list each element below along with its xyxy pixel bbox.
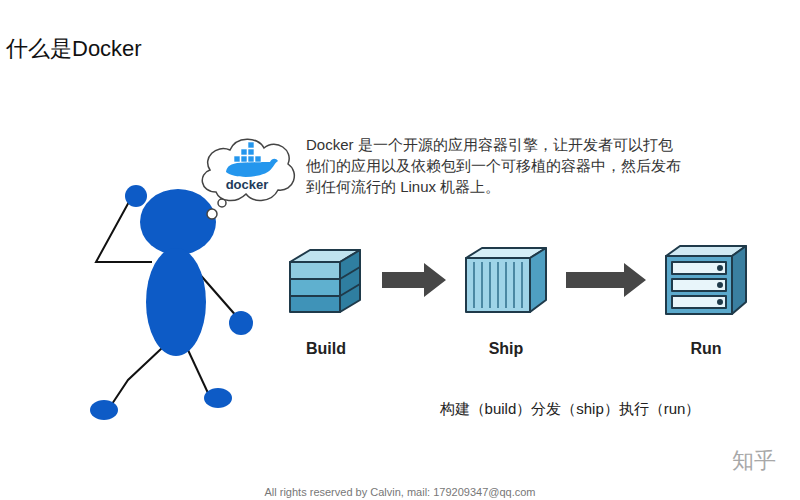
ship-step: Ship: [462, 244, 550, 358]
step-label: Ship: [462, 340, 550, 358]
caption: 构建（build）分发（ship）执行（run）: [380, 400, 760, 419]
ship-icon: [466, 248, 546, 312]
thought-dots: [207, 199, 226, 219]
run-step: Run: [662, 244, 750, 358]
watermark: 知乎: [724, 450, 784, 471]
build-icon: [290, 250, 360, 312]
run-icon: [666, 246, 746, 314]
description: Docker 是一个开源的应用容器引擎，让开发者可以打包他们的应用以及依赖包到一…: [306, 134, 682, 197]
flow-arrow: [382, 263, 446, 297]
footer: All rights reserved by Calvin, mail: 179…: [150, 482, 650, 500]
flow-arrow: [566, 263, 646, 297]
whale-logo: [226, 142, 278, 177]
step-label: Build: [286, 340, 366, 358]
title: 什么是Docker: [6, 34, 142, 64]
cloud-outline: [196, 132, 298, 206]
thought-cloud: docker: [196, 132, 298, 206]
stick-figure-body: [90, 185, 253, 420]
build-step: Build: [286, 244, 366, 358]
step-label: Run: [662, 340, 750, 358]
cloud-text: docker: [196, 177, 298, 192]
